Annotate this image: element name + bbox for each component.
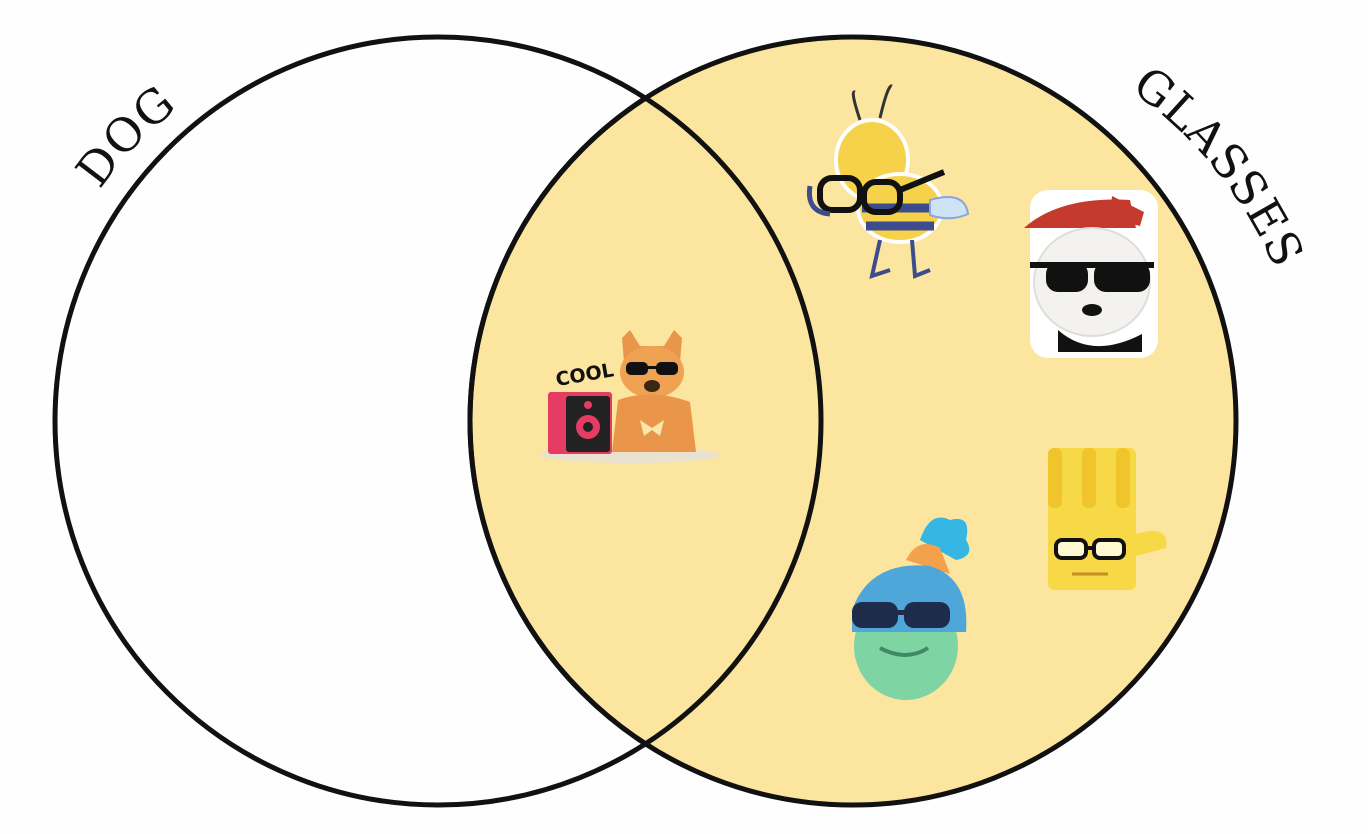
intersection-outline (467, 37, 821, 805)
cool-dog-with-sunglasses-sticker: COOL (540, 330, 720, 463)
panda-with-sunglasses-sticker (1024, 190, 1158, 358)
dog-set-label: DOG (65, 74, 185, 196)
bee-with-glasses-sticker (806, 84, 970, 280)
green-head-with-sunglasses-sticker (852, 517, 970, 700)
yellow-hand-with-glasses-sticker (1048, 448, 1167, 590)
dog-set-circle (52, 34, 824, 808)
